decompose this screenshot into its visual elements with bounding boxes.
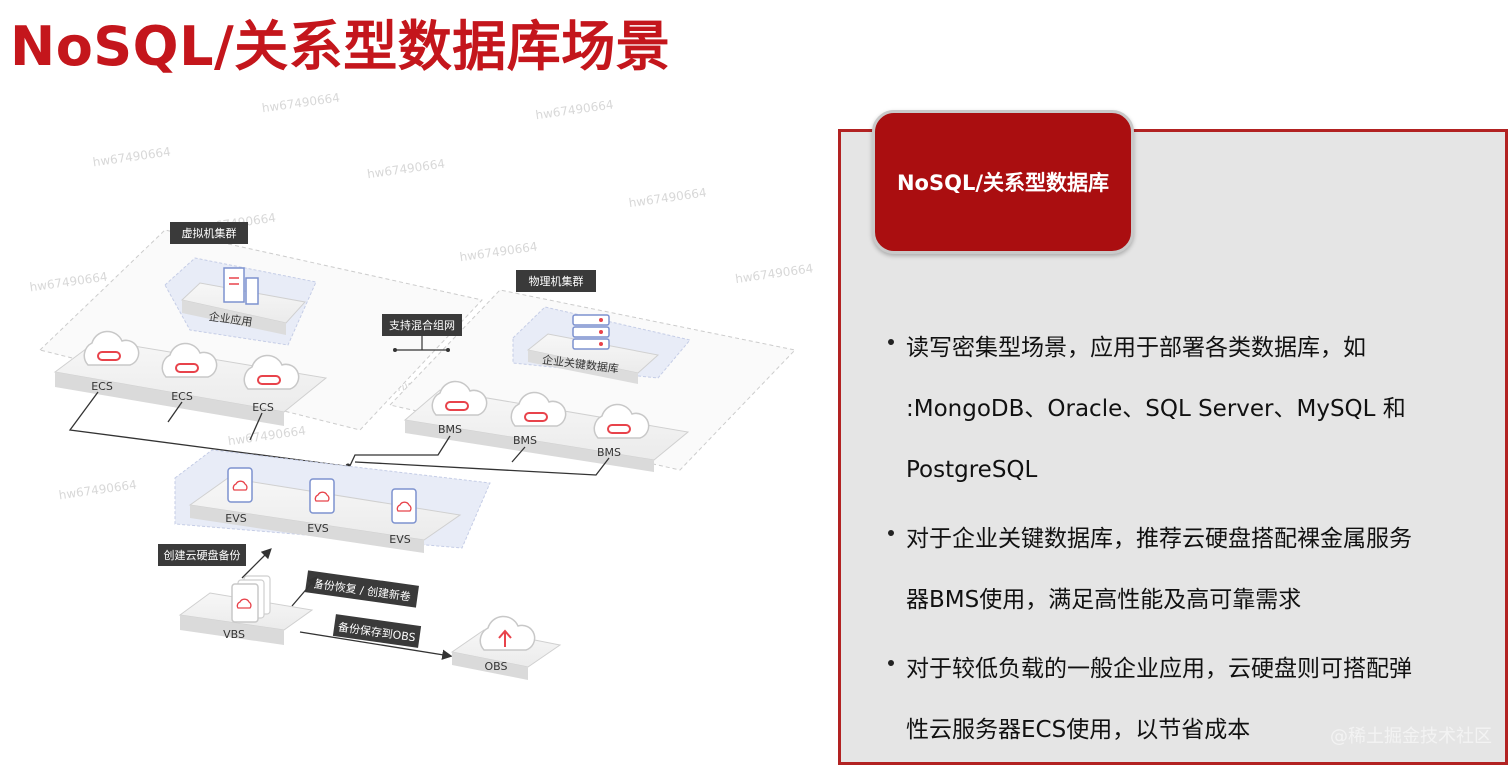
ecs-label: ECS: [171, 390, 193, 403]
panel-tab-title: NoSQL/关系型数据库: [872, 110, 1134, 254]
obs-node: [479, 615, 536, 651]
create-backup-label: 创建云硬盘备份: [164, 548, 241, 562]
evs-node: EVS: [225, 467, 253, 525]
enterprise-app-slab-side: [182, 300, 286, 335]
database-server-icon: [572, 314, 610, 350]
bullet-dot: [888, 339, 894, 345]
enterprise-app-label: 企业应用: [208, 309, 254, 329]
bullet-dot: [888, 660, 894, 666]
disk-icon: [231, 583, 259, 623]
disk-icon: [227, 467, 253, 503]
bms-node: BMS: [510, 391, 567, 447]
bms-cluster-label-box: [516, 270, 596, 292]
hybrid-network-label-box: [382, 314, 462, 336]
bms-slab-side: [405, 420, 654, 472]
ecs-label: ECS: [91, 380, 113, 393]
watermark: hw67490664: [628, 185, 708, 210]
bullet-text-line: PostgreSQL: [906, 457, 1038, 483]
watermark: hw67490664: [459, 239, 539, 264]
watermark: hw67490664: [58, 478, 138, 503]
watermark: hw67490664: [734, 261, 814, 286]
bullet-text-line: 器BMS使用，满足高性能及高可靠需求: [906, 587, 1302, 613]
bullet-text-line: 对于企业关键数据库，推荐云硬盘搭配裸金属服务: [906, 526, 1412, 552]
vm-cluster-label-box: [170, 222, 248, 244]
architecture-diagram: hw67490664 hw67490664 hw67490664 hw67490…: [29, 90, 814, 680]
restore-arrow: [291, 576, 318, 607]
hybrid-network-label: 支持混合组网: [389, 318, 455, 332]
watermark: hw67490664: [227, 423, 307, 448]
evs-node: EVS: [307, 478, 335, 535]
create-backup-label-box: [158, 544, 246, 566]
ecs-node: ECS: [83, 330, 140, 393]
watermark: hw67490664: [92, 145, 172, 170]
ecs-node: ECS: [161, 342, 218, 403]
slide-title: NoSQL/关系型数据库场景: [10, 15, 671, 78]
bullet-text-line: 对于较低负载的一般企业应用，云硬盘则可搭配弹: [906, 656, 1412, 682]
disk-icon: [391, 488, 417, 524]
vbs-slab-side: [180, 615, 284, 645]
server-doc-icon: [223, 267, 245, 303]
save-obs-label-box: [332, 614, 422, 648]
evs-slab-side: [190, 505, 424, 553]
bullet-dot: [888, 530, 894, 536]
watermark: hw67490664: [535, 97, 615, 122]
bms-cluster-label: 物理机集群: [529, 274, 584, 288]
obs-slab-side: [452, 652, 528, 680]
bullet-text-line: :MongoDB、Oracle、SQL Server、MySQL 和: [906, 396, 1406, 422]
watermark: hw67490664: [29, 270, 109, 295]
evs-label: EVS: [307, 522, 328, 535]
disk-icon: [309, 478, 335, 514]
bullet-item: 读写密集型场景，应用于部署各类数据库，如 :MongoDB、Oracle、SQL…: [888, 318, 1468, 501]
vm-cluster-label: 虚拟机集群: [182, 226, 237, 240]
evs-label: EVS: [225, 512, 246, 525]
bullet-item: 对于较低负载的一般企业应用，云硬盘则可搭配弹 性云服务器ECS使用，以节省成本: [888, 639, 1468, 761]
vbs-disk-stack: [231, 575, 271, 623]
bullet-text-line: 性云服务器ECS使用，以节省成本: [906, 717, 1251, 743]
bullet-item: 对于企业关键数据库，推荐云硬盘搭配裸金属服务 器BMS使用，满足高性能及高可靠需…: [888, 509, 1468, 631]
evs-label: EVS: [389, 533, 410, 546]
bms-label: BMS: [513, 434, 537, 447]
bms-label: BMS: [438, 423, 462, 436]
enterprise-db-slab-side: [528, 350, 638, 384]
bms-label: BMS: [597, 446, 621, 459]
ecs-slab-side: [55, 372, 284, 426]
obs-label: OBS: [485, 660, 508, 673]
create-backup-arrow: [241, 548, 272, 579]
ecs-label: ECS: [252, 401, 274, 414]
vbs-label: VBS: [223, 628, 245, 641]
bullet-text-line: 读写密集型场景，应用于部署各类数据库，如: [906, 335, 1366, 361]
restore-label-box: [305, 570, 419, 608]
watermark: hw67490664: [366, 156, 446, 181]
bullet-list: 读写密集型场景，应用于部署各类数据库，如 :MongoDB、Oracle、SQL…: [888, 318, 1468, 769]
watermark: hw67490664: [261, 90, 341, 115]
save-obs-arrow: [299, 631, 453, 660]
bms-node: BMS: [593, 403, 650, 459]
evs-node: EVS: [389, 488, 417, 546]
watermark-corner: @稀土掘金技术社区: [1330, 726, 1492, 747]
ecs-to-evs-connectors: [68, 391, 610, 476]
bms-node: BMS: [431, 380, 488, 436]
ecs-node: ECS: [243, 354, 300, 414]
